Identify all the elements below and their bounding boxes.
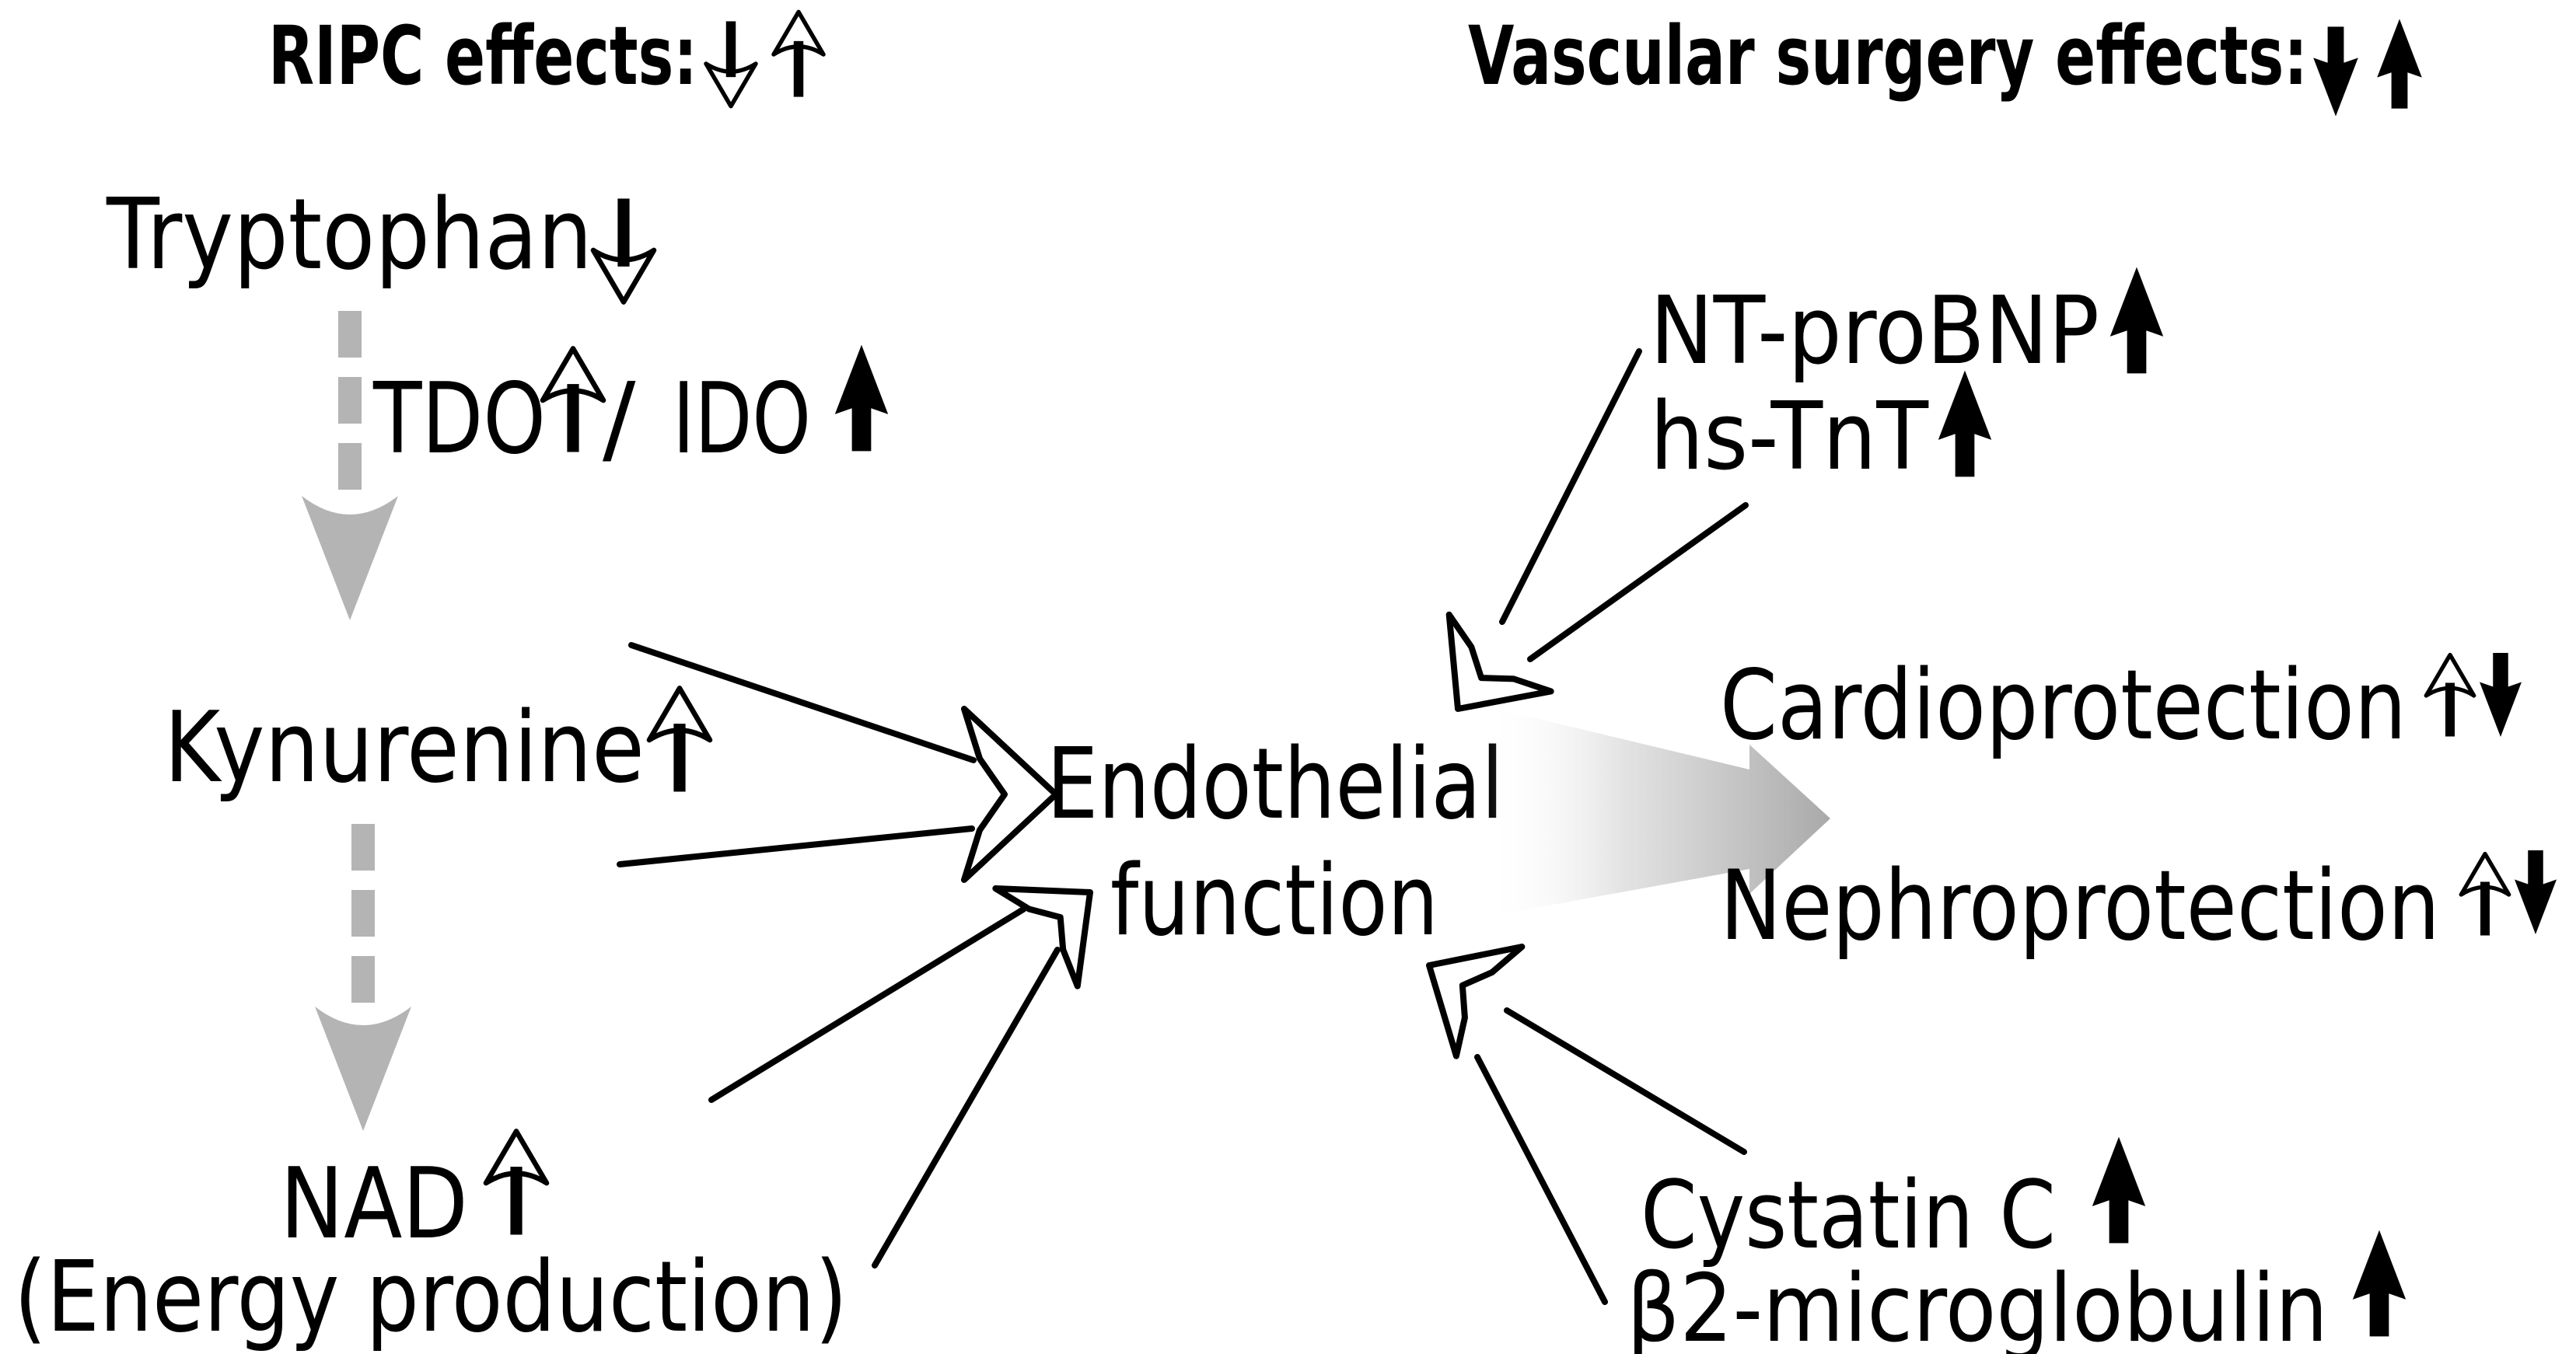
renal-markers-to-hub-arrow-icon [1396, 911, 1747, 1305]
hollow-down-arrow-icon [706, 21, 756, 106]
cardioprotection-label: Cardioprotection [1720, 650, 2406, 762]
dashed-gray-arrow-icon [302, 311, 398, 620]
surgery-legend-title: Vascular surgery effects: [1468, 9, 2308, 103]
cardiac-markers-to-hub-arrow-icon [1407, 348, 1749, 747]
solid-down-arrow-icon [2480, 653, 2522, 737]
nad-label: NAD [280, 1146, 468, 1261]
tdo-label: TDO [372, 361, 546, 476]
kynurenine-to-hub-arrow-icon [617, 642, 1056, 880]
hub-label-line2: function [1110, 843, 1438, 958]
ripc-legend-title: RIPC effects: [268, 9, 697, 103]
nad-to-hub-arrow-icon [708, 843, 1131, 1269]
hollow-up-arrow-icon [2461, 854, 2509, 936]
hollow-up-arrow-icon [649, 689, 710, 792]
ntprobnp-label: NT-proBNP [1650, 277, 2099, 386]
hollow-up-arrow-icon [2426, 655, 2474, 737]
solid-down-arrow-icon [2515, 850, 2557, 934]
hub-label-line1: Endothelial [1047, 727, 1504, 841]
hollow-up-arrow-icon [486, 1132, 547, 1235]
gradient-arrow-icon [1484, 706, 1830, 917]
solid-up-arrow-icon [834, 344, 889, 452]
cystatin-label: Cystatin C [1641, 1162, 2056, 1270]
solid-up-arrow-icon [2109, 267, 2164, 374]
solid-up-arrow-icon [2092, 1136, 2146, 1244]
solid-up-arrow-icon [2377, 19, 2422, 109]
hollow-up-arrow-icon [774, 12, 823, 96]
nephroprotection-label: Nephroprotection [1720, 850, 2440, 962]
hollow-up-arrow-icon [543, 349, 603, 452]
solid-up-arrow-icon [2352, 1230, 2406, 1337]
kynurenine-label: Kynurenine [164, 690, 645, 804]
hstnt-label: hs-TnT [1650, 383, 1929, 491]
dashed-gray-arrow-icon [315, 824, 411, 1131]
ido-label: IDO [673, 361, 811, 476]
hollow-down-arrow-icon [593, 199, 654, 302]
energy-production-label: (Energy production) [14, 1240, 848, 1354]
tryptophan-label: Tryptophan [106, 177, 592, 291]
solid-up-arrow-icon [1938, 370, 1992, 477]
enzyme-separator: / [603, 361, 636, 476]
b2-microglobulin-label: β2-microglobulin [1627, 1255, 2328, 1354]
solid-down-arrow-icon [2313, 26, 2358, 117]
